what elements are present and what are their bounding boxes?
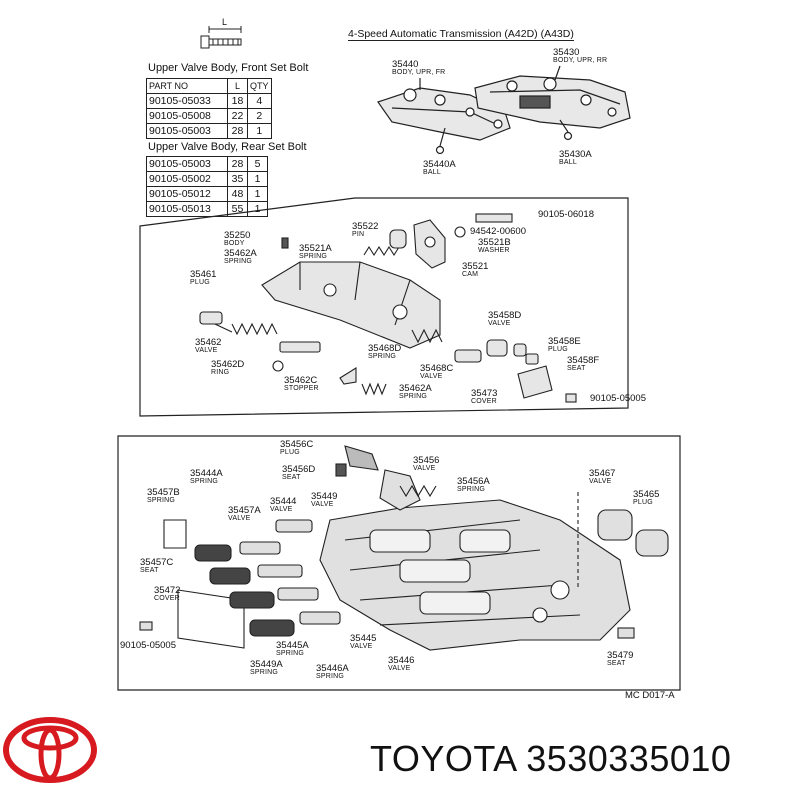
brand-part-number: TOYOTA 3530335010 — [370, 738, 732, 779]
table-row: 90105-05002 35 1 — [146, 171, 268, 187]
table-row: 90105-05003 28 1 — [146, 123, 272, 139]
qty-cell: 5 — [247, 156, 268, 172]
qty-cell: 1 — [247, 171, 268, 187]
header-part-no: PART NO — [146, 78, 228, 94]
part-no-cell: 90105-05003 — [146, 156, 228, 172]
qty-cell: 1 — [247, 186, 268, 202]
part-no-cell: 90105-05033 — [146, 93, 228, 109]
part-label-90105-05005-top: 90105-05005 — [590, 393, 646, 404]
part-no-cell: 90105-05012 — [146, 186, 228, 202]
length-cell: 18 — [227, 93, 248, 109]
part-label-90105-06018: 90105-06018 — [538, 209, 594, 220]
table-row: 90105-05008 22 2 — [146, 108, 272, 124]
qty-cell: 4 — [247, 93, 272, 109]
middle-section-frame — [139, 197, 629, 417]
rear-bolt-title: Upper Valve Body, Rear Set Bolt — [148, 141, 307, 153]
qty-cell: 1 — [247, 201, 268, 217]
length-cell: 22 — [227, 108, 248, 124]
front-bolt-table: PART NO L QTY 90105-05033 18 4 90105-050… — [146, 78, 272, 139]
bolt-length-label: L — [222, 17, 228, 27]
length-cell: 35 — [227, 171, 248, 187]
upper-valve-bodies-drawing — [377, 65, 631, 155]
table-row: 90105-05013 55 1 — [146, 201, 268, 217]
front-bolt-title: Upper Valve Body, Front Set Bolt — [148, 62, 309, 74]
header-qty: QTY — [247, 78, 272, 94]
lower-parts-drawing — [139, 445, 669, 651]
qty-cell: 2 — [247, 108, 272, 124]
table-row: 90105-05003 28 5 — [146, 156, 268, 172]
table-header-row: PART NO L QTY — [146, 78, 272, 94]
diagram-reference: MC D017-A — [625, 690, 675, 701]
length-cell: 55 — [227, 201, 248, 217]
length-cell: 48 — [227, 186, 248, 202]
part-label-94542-00600: 94542-00600 — [470, 226, 526, 237]
transmission-title: 4-Speed Automatic Transmission (A42D) (A… — [348, 28, 574, 41]
table-row: 90105-05033 18 4 — [146, 93, 272, 109]
part-no-cell: 90105-05013 — [146, 201, 228, 217]
part-no-cell: 90105-05002 — [146, 171, 228, 187]
header-length: L — [227, 78, 248, 94]
table-row: 90105-05012 48 1 — [146, 186, 268, 202]
lower-section-frame — [117, 435, 681, 691]
middle-parts-drawing — [199, 213, 577, 403]
qty-cell: 1 — [247, 123, 272, 139]
length-cell: 28 — [227, 156, 248, 172]
part-no-cell: 90105-05003 — [146, 123, 228, 139]
length-cell: 28 — [227, 123, 248, 139]
part-label-90105-05005-bottom: 90105-05005 — [120, 640, 176, 651]
bolt-icon — [200, 26, 242, 49]
toyota-logo-icon — [3, 717, 97, 783]
rear-bolt-table: 90105-05003 28 5 90105-05002 35 1 90105-… — [146, 156, 268, 217]
part-no-cell: 90105-05008 — [146, 108, 228, 124]
